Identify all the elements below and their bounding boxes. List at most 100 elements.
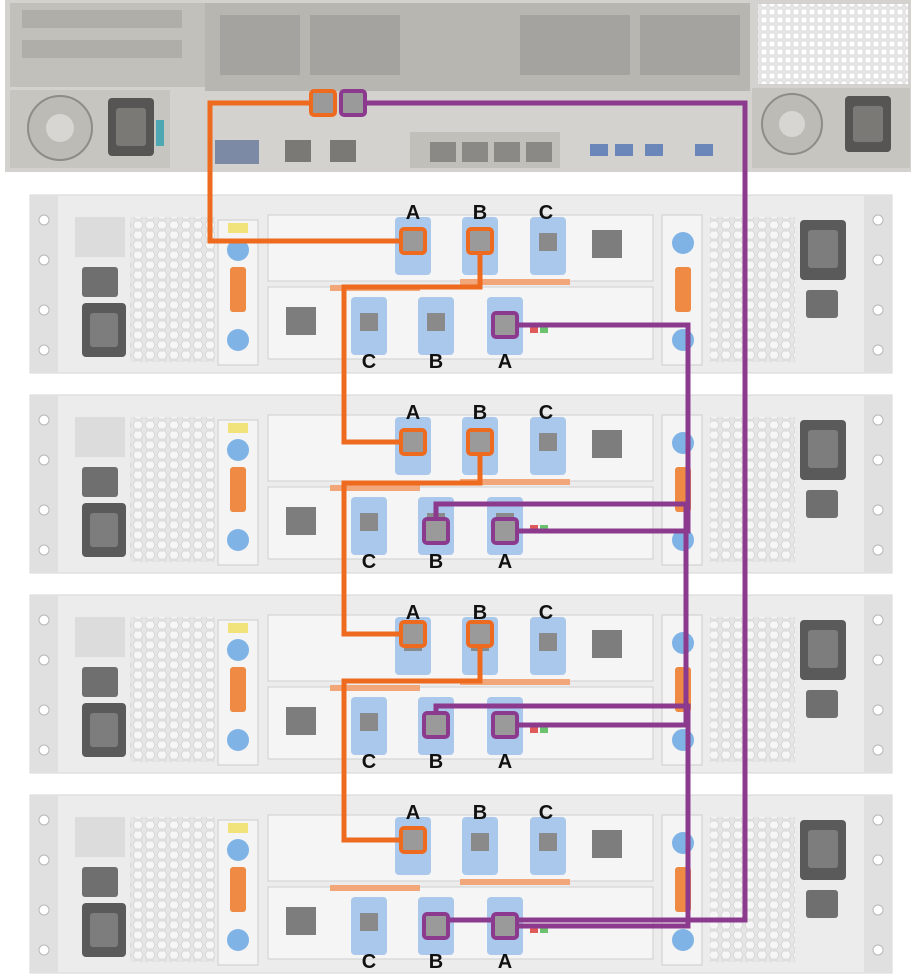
power-inlet-socket	[90, 713, 118, 747]
sas-port	[360, 913, 378, 931]
mount-hole	[38, 854, 50, 866]
release-button	[672, 329, 694, 351]
cable-purple-shelf2-to-shelf1	[505, 322, 691, 534]
latch-orange	[230, 267, 246, 312]
port-label-lower: A	[498, 351, 512, 373]
cable-orange-server-to-shelf1	[207, 100, 413, 244]
port-label-lower: B	[429, 351, 443, 373]
mount-hole	[38, 704, 50, 716]
port-label-upper: A	[406, 402, 420, 424]
cable-orange-shelf1-to-shelf2	[341, 241, 483, 445]
cable-orange-shelf3-to-shelf4	[341, 634, 483, 843]
mount-hole	[872, 304, 884, 316]
fan-grille-right	[710, 417, 795, 562]
power-switch	[806, 490, 838, 518]
release-button	[672, 729, 694, 751]
mount-hole	[38, 904, 50, 916]
module-latch-lower	[330, 885, 420, 891]
cable-orange-shelf2-to-shelf3	[341, 442, 483, 637]
ethernet-port-icon	[286, 907, 316, 935]
mount-hole	[38, 414, 50, 426]
mount-hole	[872, 544, 884, 556]
server-port-orange	[309, 89, 337, 117]
status-led	[530, 325, 538, 333]
warning-label	[228, 423, 248, 433]
sas-port	[539, 433, 557, 451]
fan-grille-left	[130, 817, 215, 962]
status-led	[530, 725, 538, 733]
sas-port	[471, 833, 489, 851]
mount-hole	[872, 904, 884, 916]
sas-port	[539, 833, 557, 851]
mount-hole	[38, 814, 50, 826]
port-label-lower: C	[362, 551, 376, 573]
release-button	[227, 839, 249, 861]
mount-hole	[872, 504, 884, 516]
release-button	[672, 232, 694, 254]
module-latch-upper	[460, 679, 570, 685]
port-label-lower: A	[498, 751, 512, 773]
ethernet-port-icon	[285, 140, 311, 162]
shelf3-lower-port-b	[422, 711, 450, 739]
mount-hole	[38, 254, 50, 266]
port-label-upper: B	[473, 202, 487, 224]
warning-label	[228, 823, 248, 833]
port-label-lower: A	[498, 551, 512, 573]
mount-hole	[872, 454, 884, 466]
power-switch	[806, 690, 838, 718]
vga-port	[215, 140, 259, 164]
power-inlet-socket	[90, 513, 118, 547]
power-inlet-socket	[808, 230, 838, 268]
sas-port	[427, 313, 445, 331]
mount-hole	[38, 744, 50, 756]
io-module-upper	[267, 814, 654, 882]
io-module-upper	[267, 214, 654, 282]
release-button	[227, 529, 249, 551]
ethernet-port-icon	[286, 707, 316, 735]
module-latch-lower	[330, 685, 420, 691]
ethernet-port-icon	[592, 430, 622, 458]
release-button	[227, 239, 249, 261]
usb-port	[695, 144, 713, 156]
sas-port	[360, 713, 378, 731]
psu-status-area	[75, 817, 125, 857]
io-module-upper	[267, 614, 654, 682]
status-led	[530, 925, 538, 933]
power-inlet-socket	[90, 313, 118, 347]
mount-hole	[872, 854, 884, 866]
warning-label	[228, 223, 248, 233]
release-button	[227, 729, 249, 751]
disk-shelves	[29, 194, 893, 974]
mount-hole	[872, 214, 884, 226]
status-led	[540, 325, 548, 333]
status-led	[540, 725, 548, 733]
connected-ports	[309, 89, 519, 940]
psu-status-area	[75, 217, 125, 257]
server-chassis	[5, 0, 911, 172]
port-label-upper: C	[539, 602, 553, 624]
release-button	[227, 329, 249, 351]
sas-port	[360, 313, 378, 331]
io-module-lower	[267, 486, 654, 560]
fan-grille-right	[710, 617, 795, 762]
port-label-upper: A	[406, 602, 420, 624]
psu-status-area	[75, 417, 125, 457]
shelf3-upper-port-b	[466, 620, 494, 648]
power-inlet-socket	[808, 630, 838, 668]
latch-orange	[230, 867, 246, 912]
fan-grille-right	[710, 217, 795, 362]
disk-shelf-4	[29, 794, 893, 974]
shelf1-upper-port-a	[399, 227, 427, 255]
server-vent	[758, 4, 908, 84]
shelf2-upper-port-a	[399, 428, 427, 456]
disk-shelf-1	[29, 194, 893, 374]
shelf4-lower-port-a	[491, 912, 519, 940]
shelf2-lower-port-a	[491, 517, 519, 545]
power-switch	[82, 267, 118, 297]
port-label-lower: C	[362, 951, 376, 973]
release-button	[227, 639, 249, 661]
shelf2-lower-port-b	[422, 517, 450, 545]
port-label-upper: A	[406, 202, 420, 224]
